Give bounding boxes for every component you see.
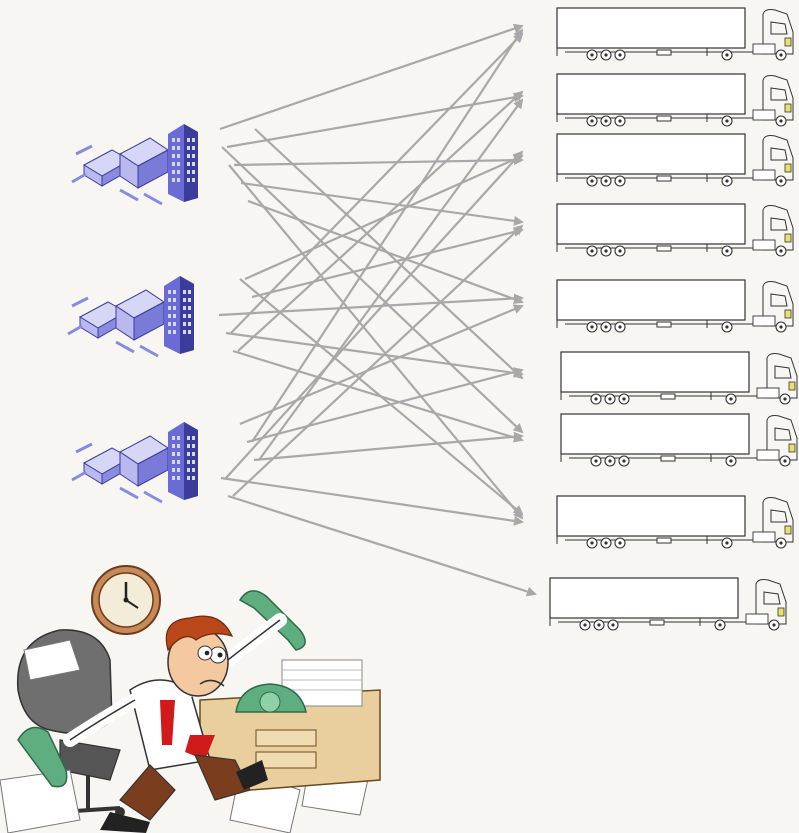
- connection-arrow: [239, 278, 524, 516]
- truck-icon: [556, 7, 794, 61]
- connection-arrow: [225, 331, 524, 378]
- telephone-icon: [235, 683, 307, 713]
- warehouse-building-icon: [70, 122, 200, 206]
- connection-arrow: [246, 367, 524, 444]
- truck-icon: [556, 133, 794, 187]
- connection-arrow: [244, 154, 524, 281]
- connection-arrow: [230, 32, 524, 334]
- connection-arrow: [253, 431, 524, 462]
- truck-icon: [560, 413, 798, 467]
- stressed-dispatcher-illustration: [0, 565, 381, 833]
- connection-arrow: [258, 98, 524, 461]
- warehouse-building-icon: [70, 420, 200, 504]
- connection-arrow: [240, 181, 524, 226]
- connection-arrow: [221, 146, 524, 434]
- connection-arrow: [219, 23, 524, 131]
- truck-fleet: [549, 7, 798, 631]
- truck-icon: [556, 495, 794, 549]
- connection-arrow: [237, 90, 524, 352]
- truck-icon: [549, 577, 787, 631]
- clock-icon: [91, 565, 161, 635]
- truck-icon: [556, 203, 794, 257]
- connection-arrow: [251, 227, 524, 299]
- connection-arrow: [251, 28, 524, 443]
- connection-arrow: [233, 155, 524, 167]
- truck-icon: [556, 73, 794, 127]
- connection-arrow: [232, 224, 524, 497]
- connection-arrow: [254, 128, 524, 380]
- connection-arrow: [225, 150, 524, 479]
- connection-arrow: [232, 349, 524, 443]
- connection-arrow: [239, 304, 524, 426]
- connection-arrow: [227, 494, 537, 597]
- truck-icon: [560, 351, 798, 405]
- warehouse-building-icon: [66, 274, 196, 358]
- connection-arrow: [228, 164, 524, 520]
- warehouse-group: [66, 122, 200, 504]
- connection-arrows: [218, 23, 537, 597]
- connection-arrow: [226, 92, 524, 149]
- connection-arrow: [220, 476, 524, 526]
- truck-icon: [556, 279, 794, 333]
